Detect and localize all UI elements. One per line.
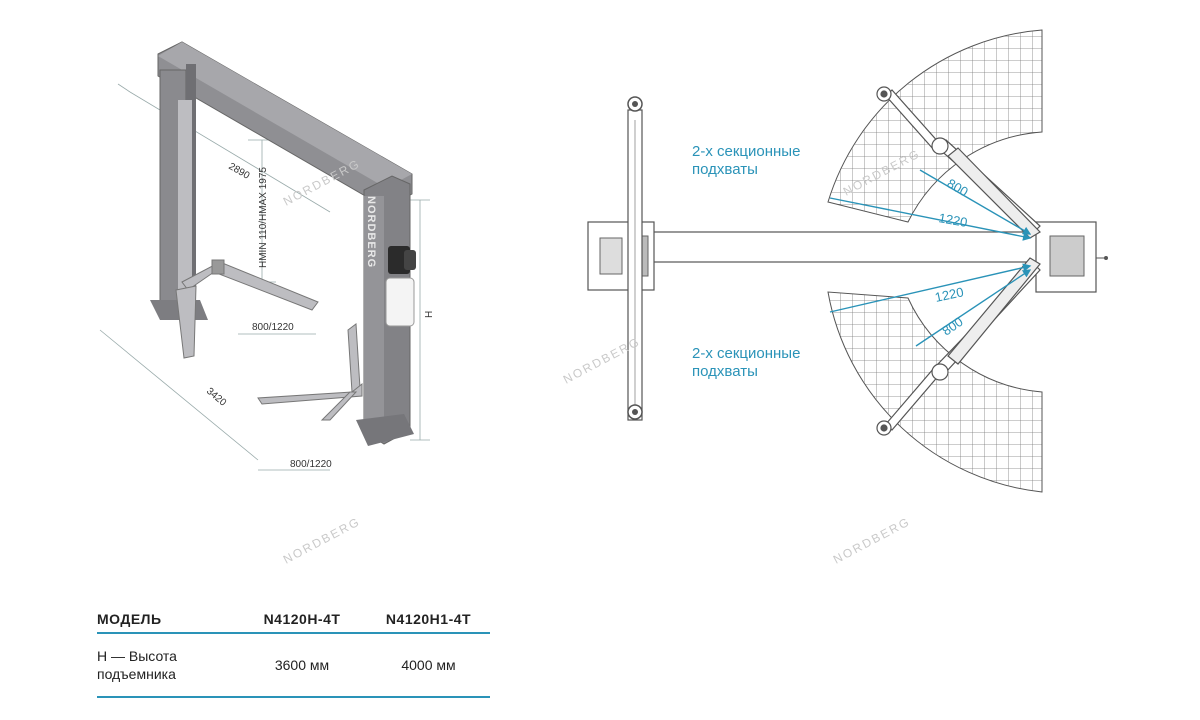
arm-sweep-lower [827, 291, 1043, 493]
plan-label-top-line2: подхваты [692, 161, 758, 178]
spec-table: МОДЕЛЬ N4120H-4T N4120H1-4T H — Высота п… [97, 606, 490, 698]
plan-label-bottom-line1: 2-х секционные [692, 345, 800, 362]
watermark-5: NORDBERG [831, 514, 913, 566]
plan-dim-bottom-long: 1220 [934, 284, 965, 305]
table-divider-top [97, 632, 490, 634]
row-label: H — Высота подъемника [97, 647, 237, 683]
dim-width: 2890 [227, 161, 252, 182]
row-label-line2: подъемника [97, 666, 176, 682]
lift-plan-view: 800 1220 1220 800 2-х секционные подхват… [587, 29, 1108, 493]
table-header-row: МОДЕЛЬ N4120H-4T N4120H1-4T [97, 606, 490, 632]
arm-sweep-upper [827, 29, 1043, 223]
dim-height-range: HMIN 110/HMAX 1975 [258, 167, 269, 268]
table-row: H — Высота подъемника 3600 мм 4000 мм [97, 634, 490, 696]
dim-column-height: H [424, 311, 435, 318]
svg-text:2-х секционные подхваты: 2-х секционные подхваты [692, 143, 805, 178]
column-brand-label: NORDBERG [365, 196, 377, 268]
lift-3d-view: NORDBERG 2890 HMIN 110/HMAX 1975 800/122… [99, 41, 435, 471]
plan-label-top-line1: 2-х секционные [692, 143, 800, 160]
header-model: МОДЕЛЬ [97, 611, 162, 627]
watermark-4: NORDBERG [281, 514, 363, 566]
row-label-line1: H — Высота [97, 648, 177, 664]
dim-depth: 3420 [204, 386, 228, 409]
plan-dim-top-short: 800 [945, 176, 971, 200]
row-value-2: 4000 мм [401, 657, 456, 673]
header-model-2: N4120H1-4T [385, 611, 472, 627]
row-value-1: 3600 мм [274, 657, 330, 673]
dim-arm-reach-bottom: 800/1220 [290, 459, 332, 470]
svg-text:2-х секционные подхваты: 2-х секционные подхваты [692, 345, 805, 380]
plan-dim-top-long: 1220 [937, 210, 968, 230]
table-divider-bottom [97, 696, 490, 698]
plan-label-bottom-line2: подхваты [692, 363, 758, 380]
dim-arm-reach-top: 800/1220 [252, 322, 294, 333]
header-model-1: N4120H-4T [263, 611, 341, 627]
plan-dim-bottom-short: 800 [939, 314, 965, 339]
